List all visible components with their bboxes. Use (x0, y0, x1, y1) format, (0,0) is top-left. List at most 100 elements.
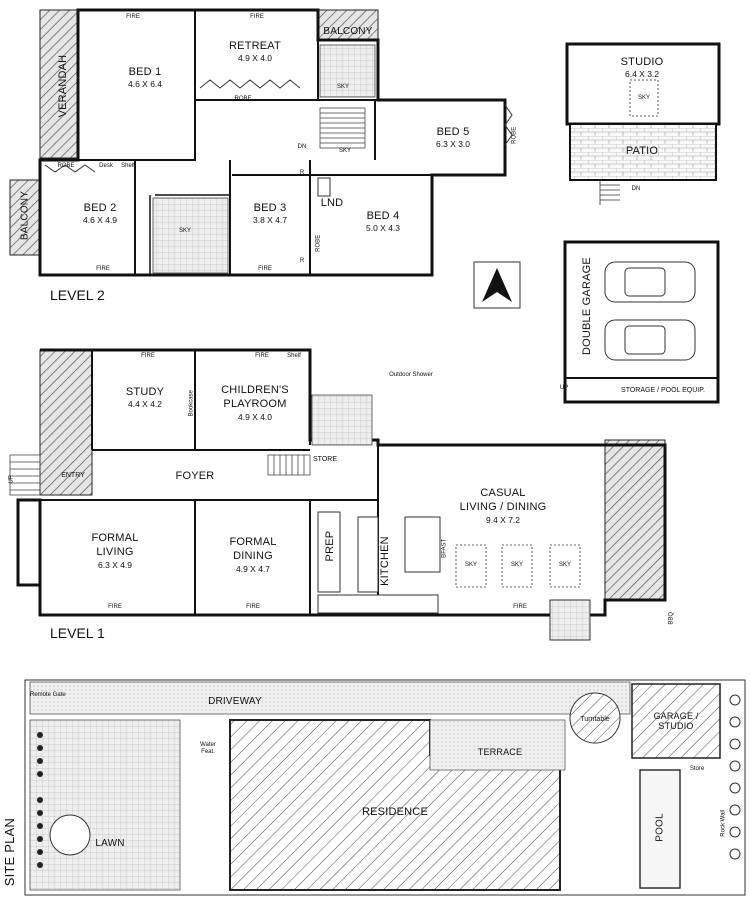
formal-dining-line2: DINING (233, 550, 273, 562)
formal-living-line1: FORMAL (91, 532, 139, 544)
rock-wall-label: Rock Wall (720, 809, 727, 837)
casual-sky-3: SKY (558, 562, 571, 568)
level1-up-label: UP (8, 475, 15, 484)
studio-plan (565, 42, 721, 205)
storage-label: STORAGE / POOL EQUIP. (621, 387, 705, 394)
retreat-fire-label: FIRE (250, 14, 264, 20)
laundry-label: LND (320, 197, 344, 209)
casual-sky-1: SKY (464, 562, 477, 568)
verandah-label: VERANDAH (56, 54, 69, 118)
studio-dim: 6.4 X 3.2 (624, 69, 660, 79)
level-2-plan (9, 8, 521, 309)
casual-fire-label: FIRE (513, 604, 527, 610)
casual-line2: LIVING / DINING (459, 501, 547, 513)
dining-fire-label: FIRE (246, 604, 260, 610)
studio-sky-label: SKY (637, 95, 650, 101)
water-feature-label: Water Feat. (200, 742, 216, 755)
retreat-robe-label: ROBE (234, 96, 252, 102)
outdoor-shower-label: Outdoor Shower (389, 372, 433, 378)
pool-area (639, 769, 681, 889)
bookcase-label: Bookcase (188, 390, 195, 417)
bed1-fire-label: FIRE (126, 14, 140, 20)
bed5-name: BED 5 (436, 126, 470, 138)
pool-label: POOL (654, 813, 666, 842)
garage-name: DOUBLE GARAGE (580, 257, 593, 356)
bed1-dim: 4.6 X 6.4 (127, 79, 163, 89)
bed2-desk-label: Desk (99, 163, 113, 169)
residence-label: RESIDENCE (362, 806, 428, 818)
bed4-dim: 5.0 X 4.3 (365, 223, 401, 233)
r-label-upper: R (299, 170, 305, 176)
entry-label: ENTRY (61, 472, 85, 479)
stair-sky-label: SKY (338, 148, 351, 154)
level-1-title: LEVEL 1 (50, 625, 105, 641)
remote-gate-label: Remote Gate (30, 692, 66, 698)
turntable-label: Turntable (580, 716, 610, 723)
bed2-name: BED 2 (83, 202, 117, 214)
casual-sky-2: SKY (510, 562, 523, 568)
lawn-label: LAWN (95, 838, 125, 849)
bed2-dim: 4.6 X 4.9 (82, 215, 118, 225)
playroom-name-line2: PLAYROOM (223, 398, 287, 410)
retreat-name: RETREAT (229, 40, 281, 52)
balcony-left-label: BALCONY (19, 190, 31, 241)
studio-dn-label: DN (631, 186, 641, 192)
formal-living-line2: LIVING (96, 546, 134, 558)
study-dim: 4.4 X 4.2 (127, 399, 163, 409)
playroom-name-line1: CHILDREN'S (221, 384, 289, 396)
bed5-dim: 6.3 X 3.0 (435, 139, 471, 149)
entry-porch-area (39, 349, 93, 496)
formal-living-dim: 6.3 X 4.9 (97, 560, 133, 570)
turntable-area (569, 692, 621, 744)
site-plan (24, 679, 746, 896)
kitchen-label: KITCHEN (378, 536, 391, 586)
bed1-name: BED 1 (128, 66, 162, 78)
bed2-shelf-label: Shelf (121, 163, 135, 169)
rear-terrace-area (604, 439, 666, 601)
bbq-label: BBQ (668, 611, 675, 625)
casual-line1: CASUAL (480, 487, 526, 499)
formal-dining-line1: FORMAL (229, 536, 277, 548)
bed3-dim: 3.8 X 4.7 (252, 215, 288, 225)
driveway-label: DRIVEWAY (208, 696, 262, 707)
driveway-area (29, 681, 631, 715)
verandah-area (39, 9, 79, 159)
store-label: STORE (313, 456, 337, 463)
living-fire-label: FIRE (108, 604, 122, 610)
bed2-robe-label: ROBE (57, 163, 75, 169)
garage-up-label: UP (559, 385, 569, 391)
balcony-left-area (9, 179, 41, 256)
terrace-area (429, 719, 566, 771)
retreat-dim: 4.9 X 4.0 (237, 53, 273, 63)
casual-dim: 9.4 X 7.2 (485, 515, 521, 525)
garage-studio-label: GARAGE / STUDIO (653, 711, 699, 731)
patio-label: PATIO (625, 145, 659, 157)
studio-name: STUDIO (620, 56, 664, 68)
prep-label: PREP (323, 530, 336, 562)
bed4-robe-label: ROBE (315, 234, 322, 252)
site-store-label: Store (689, 766, 705, 772)
formal-dining-dim: 4.9 X 4.7 (235, 564, 271, 574)
level2-dn-label: DN (297, 144, 307, 150)
study-fire-label: FIRE (141, 353, 155, 359)
site-plan-title: SITE PLAN (1, 818, 17, 887)
r-label-lower: R (299, 258, 305, 264)
ensuite-sky-label: SKY (336, 84, 349, 90)
playroom-shelf-label: Shelf (287, 353, 301, 359)
playroom-fire-label: FIRE (255, 353, 269, 359)
garage-studio-area (631, 683, 721, 759)
terrace-label: TERRACE (477, 747, 523, 757)
bed4-name: BED 4 (366, 210, 400, 222)
north-arrow (473, 261, 521, 309)
bed2-fire-label: FIRE (96, 266, 110, 272)
balcony-top-label: BALCONY (323, 26, 373, 37)
bfast-label: BFAST (441, 538, 448, 558)
bed3-fire-label: FIRE (258, 266, 272, 272)
bath-sky-label: SKY (178, 228, 191, 234)
bed3-name: BED 3 (253, 202, 287, 214)
level-1-plan (9, 348, 667, 641)
garage-plan (563, 240, 720, 404)
playroom-dim: 4.9 X 4.0 (237, 412, 273, 422)
level-2-title: LEVEL 2 (50, 287, 105, 303)
